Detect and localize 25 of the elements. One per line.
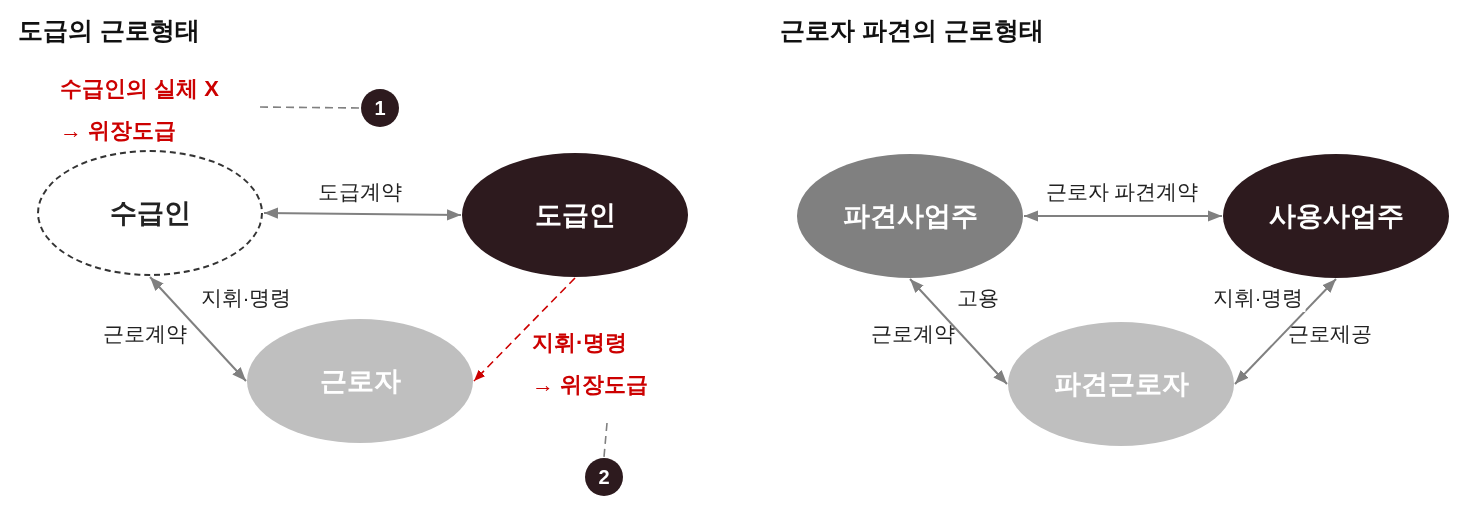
arrow [1023,210,1223,222]
arrow [149,276,247,382]
arrow [473,277,576,382]
line-label: 근로제공 [1288,321,1372,347]
ellipse-node: 수급인 [37,150,263,276]
arrow [909,278,1008,385]
callout-number: 1 [361,89,399,127]
note-text: → 위장도급 [532,371,649,399]
ellipse-node: 도급인 [462,153,688,277]
line-label: 근로계약 [103,321,187,347]
callout-number: 2 [585,458,623,496]
ellipse-node: 사용사업주 [1223,154,1449,278]
heading: 도급의 근로형태 [18,15,200,46]
note-text: 수급인의 실체 X [60,75,219,103]
note-text: → 위장도급 [60,117,177,145]
ellipse-node: 파견사업주 [797,154,1023,278]
leader-line [259,106,361,109]
ellipse-node: 파견근로자 [1008,322,1234,446]
arrow [1234,278,1337,385]
note-text: 지휘·명령 [532,329,628,357]
line-label: 근로계약 [871,321,955,347]
arrow [263,207,462,221]
heading: 근로자 파견의 근로형태 [780,15,1044,46]
ellipse-node: 근로자 [247,319,473,443]
leader-line [603,422,608,458]
